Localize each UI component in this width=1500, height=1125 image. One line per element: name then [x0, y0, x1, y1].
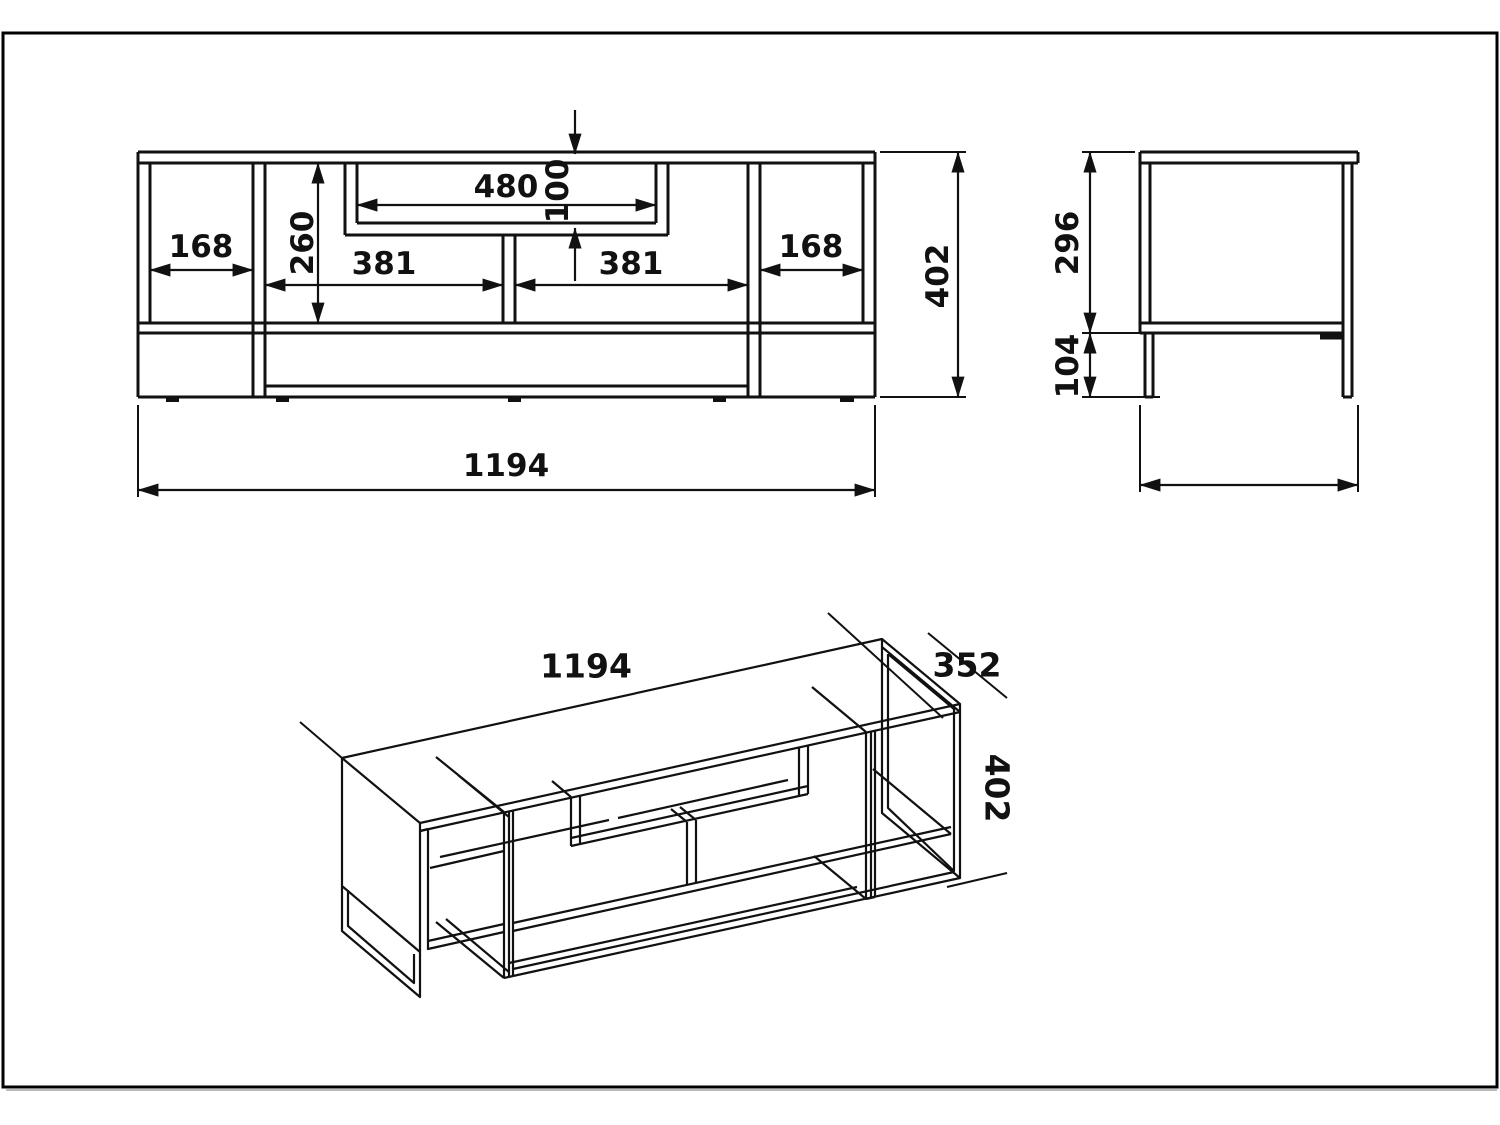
iso-label-1194: 1194	[540, 647, 632, 686]
iso-label-402: 402	[978, 754, 1017, 823]
ext-lines-1194	[137, 405, 876, 497]
dim-label-381-right: 381	[599, 246, 664, 282]
iso-centre-divider	[670, 806, 698, 884]
dim-label-381-left: 381	[352, 246, 417, 282]
dim-label-260: 260	[285, 211, 321, 276]
iso-ext-lines	[299, 612, 1008, 888]
iso-shelf-and-rails	[439, 778, 961, 978]
iso-left-box	[340, 758, 505, 999]
dim-label-402: 402	[920, 244, 956, 309]
dim-label-104: 104	[1050, 334, 1086, 399]
dim-label-100: 100	[540, 159, 576, 224]
front-feet	[166, 397, 854, 402]
side-depth-ext-lines	[1139, 405, 1359, 492]
dim-label-480: 480	[474, 169, 539, 205]
dim-label-right-168: 168	[779, 229, 844, 265]
iso-niche-box	[551, 745, 810, 848]
side-structure-outline	[1138, 150, 1360, 399]
side-view: 296 104	[1050, 150, 1360, 492]
front-view: 168 168 260 480 100 381 381 402 1194	[136, 110, 966, 497]
drawing-border	[1, 31, 1499, 1089]
dim-label-left-168: 168	[169, 229, 234, 265]
iso-right-sled	[872, 647, 962, 880]
dim-label-296: 296	[1050, 211, 1086, 276]
iso-metal-loop-right	[811, 686, 877, 901]
isometric-view: 1194 352 402	[299, 612, 1017, 999]
iso-label-352: 352	[933, 646, 1002, 685]
dim-label-1194: 1194	[463, 448, 549, 484]
iso-metal-loop-left	[435, 756, 515, 980]
